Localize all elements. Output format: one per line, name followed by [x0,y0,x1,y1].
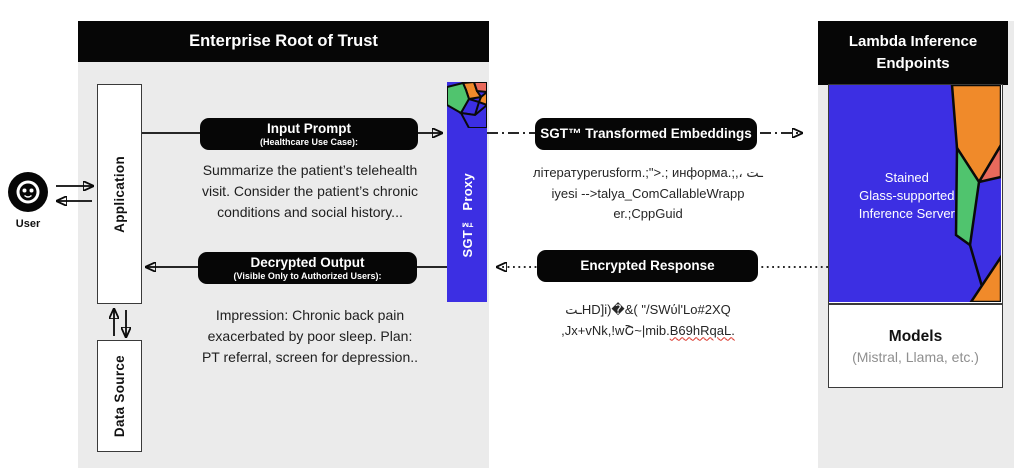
input-prompt-subtitle: (Healthcare Use Case): [259,137,359,147]
encrypted-response-label: Encrypted Response [580,258,715,273]
enterprise-header: Enterprise Root of Trust [78,21,489,62]
input-prompt-text: Summarize the patient’s telehealth visit… [160,160,460,223]
decrypted-output-text-line: exacerbated by poor sleep. Plan: [207,328,413,344]
application-box: Application [97,84,142,304]
user-icon [8,172,48,212]
inference-server-label-line: Stained [884,170,929,185]
embeddings-ciphertext: літературerusform.;">.; информа.;,، ـت i… [518,163,778,225]
decrypted-output-text-line: Impression: Chronic back pain [215,307,405,323]
inference-server-box: Stained Glass-supported Inference Server [828,84,1003,304]
enterprise-header-title: Enterprise Root of Trust [189,32,378,50]
enterprise-panel [78,21,489,468]
input-prompt-pill: Input Prompt (Healthcare Use Case): [200,118,418,150]
embeddings-ciphertext-line: літературerusform.;">.; информа.;,، ـت [533,165,763,180]
models-box: Models (Mistral, Llama, etc.) [828,304,1003,388]
decrypted-output-text: Impression: Chronic back pain exacerbate… [160,305,460,368]
sgt-proxy-label: SGT™ Proxy [459,172,475,258]
input-prompt-text-line: conditions and social history... [217,204,403,220]
input-prompt-title: Input Prompt [267,121,351,136]
decrypted-output-title: Decrypted Output [250,255,365,270]
inference-server-label: Stained Glass-supported Inference Server [839,169,974,223]
encrypted-response-line2-pre: ,Jx+vNk,!wՇ~|mib. [561,322,670,338]
encrypted-response-line2: ,Jx+vNk,!wՇ~|mib.B69hRqaL. [518,321,778,342]
sgt-proxy-bar: SGT™ Proxy [447,82,487,302]
stained-glass-top-icon [447,82,487,128]
spellcheck-underlined-text: B69hRqaL. [669,322,735,338]
models-title: Models [888,327,943,345]
encrypted-response-pill: Encrypted Response [537,250,758,282]
application-label: Application [112,155,127,233]
inference-server-label-line: Glass-supported [859,188,955,203]
models-subtitle: (Mistral, Llama, etc.) [852,348,979,365]
lambda-header-title: Lambda Inference Endpoints [848,33,978,72]
embeddings-ciphertext-line: er.;CppGuid [613,206,683,221]
encrypted-response-line1: ـتHD]i)�&( "/SWύl'Lo#2XQ [565,302,731,317]
encrypted-response-ciphertext: ـتHD]i)�&( "/SWύl'Lo#2XQ ,Jx+vNk,!wՇ~|mi… [518,300,778,341]
embeddings-ciphertext-line: iyesi -->talya_ComCallableWrapp [551,185,745,201]
decrypted-output-pill: Decrypted Output (Visible Only to Author… [198,252,417,284]
embeddings-pill: SGT™ Transformed Embeddings [535,118,757,150]
user-label: User [15,218,41,230]
input-prompt-text-line: visit. Consider the patient’s chronic [201,183,419,199]
lambda-header: Lambda Inference Endpoints [818,21,1008,85]
data-source-box: Data Source [97,340,142,452]
decrypted-output-subtitle: (Visible Only to Authorized Users): [233,271,382,281]
embeddings-label: SGT™ Transformed Embeddings [540,126,752,141]
stained-glass-art [829,85,1001,302]
decrypted-output-text-line: PT referral, screen for depression.. [201,349,419,365]
sgt-proxy-blue-bar: SGT™ Proxy [447,128,487,302]
inference-server-label-line: Inference Server [858,206,955,221]
data-source-label: Data Source [112,354,127,438]
input-prompt-text-line: Summarize the patient’s telehealth [202,162,418,178]
